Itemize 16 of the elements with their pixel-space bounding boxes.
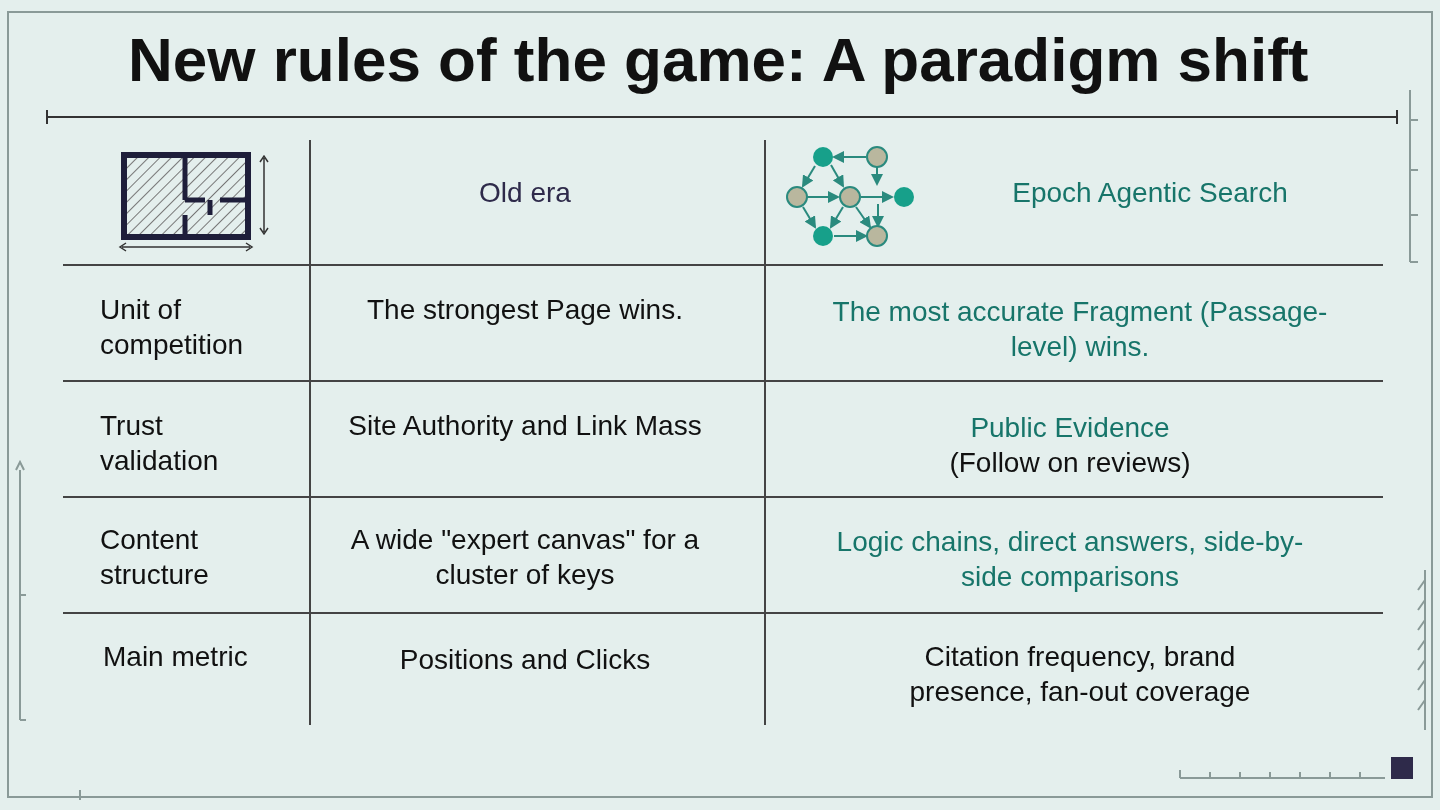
comparison-text: Site Authority and Link Mass — [347, 409, 703, 443]
comparison-text: The most accurate Fragment (Passage-level) wins. — [831, 295, 1329, 364]
row-label: Content structure — [100, 523, 210, 592]
row-label: Unit of competition — [100, 293, 245, 362]
comparison-text: The strongest Page wins. — [366, 293, 684, 327]
comparison-text: (Follow on reviews) — [948, 446, 1192, 480]
page-title: New rules of the game: A paradigm shift — [128, 24, 1309, 96]
column-heading: Old era — [478, 176, 572, 210]
comparison-text: Public Evidence — [969, 411, 1171, 445]
comparison-text: Citation frequency, brand presence, fan-out coverage — [908, 640, 1252, 709]
row-label: Main metric — [103, 640, 249, 674]
comparison-text: Logic chains, direct answers, side-by-side comparisons — [835, 525, 1305, 594]
row-label: Trust validation — [100, 409, 220, 478]
column-heading: Epoch Agentic Search — [1011, 176, 1289, 210]
comparison-text: Positions and Clicks — [398, 643, 652, 677]
comparison-text: A wide "expert canvas" for a cluster of keys — [349, 523, 701, 592]
